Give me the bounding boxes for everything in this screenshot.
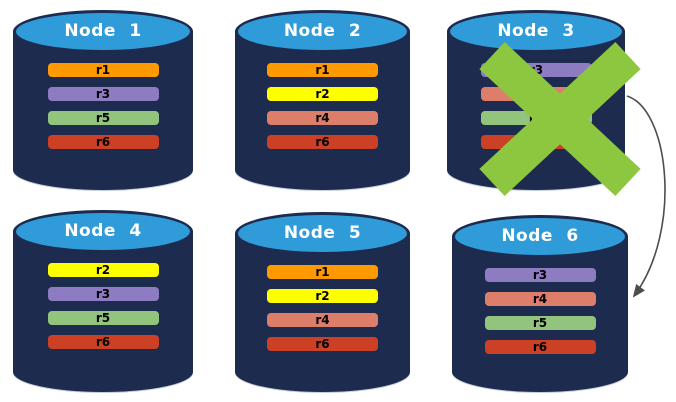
replica-label: r4 [532,292,548,306]
replica-list: r3 r4 r5 r6 [452,268,628,354]
replica-label: r3 [95,87,111,101]
replica-label: r5 [532,316,548,330]
node-title: Node 2 [283,20,362,41]
cylinder-top: Node 6 [452,215,628,258]
node-cylinder-node-6: Node 6 r3 r4 r5 r6 [452,215,628,392]
replica-label: r1 [315,265,330,279]
replica-label: r6 [95,335,111,349]
replica-label: r6 [315,135,330,149]
node-title: Node 3 [497,20,575,41]
replica-bar-r4: r4 [484,292,596,306]
replica-bar-r6: r6 [47,135,159,149]
failover-arrow-path [626,95,666,298]
replica-label: r6 [315,337,330,351]
replica-label: r5 [95,311,111,325]
replica-label: r6 [532,340,548,354]
node-cylinder-node-2: Node 2 r1 r2 r4 r6 [235,10,410,190]
replica-bar-r2: r2 [267,289,378,303]
replica-bar-r5: r5 [47,111,159,125]
cylinder-body [235,31,410,190]
replica-label: r5 [95,111,111,125]
replica-bar-r4: r4 [267,313,378,327]
cylinder-top: Node 3 [447,10,625,53]
replica-list: r1 r2 r4 r6 [235,265,410,351]
replica-bar-r1: r1 [267,63,378,77]
cylinder-top: Node 2 [235,10,410,53]
replica-label: r1 [95,63,111,77]
replica-bar-r6: r6 [267,135,378,149]
replica-label: r2 [315,87,330,101]
replica-label: r2 [95,263,111,277]
replica-label: r2 [315,289,330,303]
replica-bar-r1: r1 [47,63,159,77]
replica-bar-r3: r3 [484,268,596,282]
replica-label: r4 [315,313,330,327]
replica-list: r1 r2 r4 r6 [235,63,410,149]
replica-bar-r1: r1 [267,265,378,279]
cylinder-body [452,236,628,392]
node-title: Node 1 [64,20,142,41]
replica-bar-r5: r5 [47,311,159,325]
cylinder-top: Node 4 [13,210,193,253]
replica-label: r6 [95,135,111,149]
node-cylinder-node-1: Node 1 r1 r3 r5 r6 [13,10,193,190]
cylinder-body [235,233,410,392]
replica-label: r3 [532,268,548,282]
replica-bar-r2: r2 [47,263,159,277]
replica-label: r1 [315,63,330,77]
replica-label: r3 [95,287,111,301]
replica-bar-r5: r5 [484,316,596,330]
replica-bar-r6: r6 [267,337,378,351]
replica-bar-r6: r6 [47,335,159,349]
replica-bar-r3: r3 [47,287,159,301]
replica-list: r2 r3 r5 r6 [13,263,193,349]
cylinder-body [13,31,193,190]
cylinder-top: Node 1 [13,10,193,53]
node-cylinder-node-4: Node 4 r2 r3 r5 r6 [13,210,193,392]
replica-list: r1 r3 r5 r6 [13,63,193,149]
replica-bar-r6: r6 [484,340,596,354]
replica-bar-r4: r4 [267,111,378,125]
replica-bar-r2: r2 [267,87,378,101]
replica-bar-r3: r3 [47,87,159,101]
cylinder-top: Node 5 [235,212,410,255]
node-cylinder-node-5: Node 5 r1 r2 r4 r6 [235,212,410,392]
node-title: Node 5 [283,222,362,243]
node-title: Node 4 [64,220,142,241]
node-title: Node 6 [501,225,579,246]
replica-label: r4 [315,111,330,125]
